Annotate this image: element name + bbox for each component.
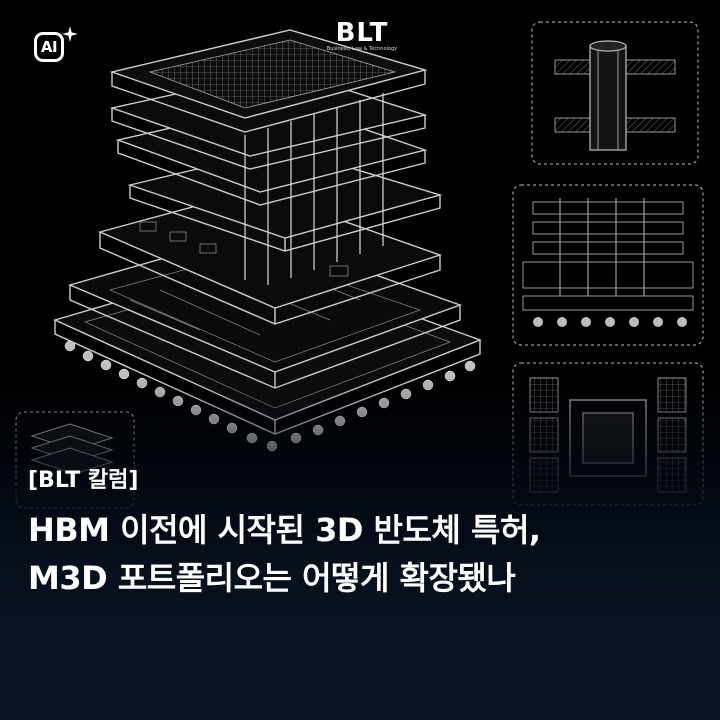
ai-badge: AI [34,26,78,66]
ai-sparkle-icon [62,26,78,42]
brand-tagline: Business, Law & Technology [326,46,398,52]
ai-badge-label: AI [34,32,64,62]
stack-section-panel [512,184,704,346]
headline-line-2: M3D 포트폴리오는 어떻게 확장됐나 [28,559,516,597]
headline-line-1: HBM 이전에 시작된 3D 반도체 특허, [28,511,541,549]
brand-logo: BLT Business, Law & Technology [322,20,402,53]
package-top-view-panel [512,362,704,506]
headline: HBM 이전에 시작된 3D 반도체 특허, M3D 포트폴리오는 어떻게 확장… [28,506,708,602]
category-label: [BLT 칼럼] [28,468,139,493]
tsv-cross-section-panel [531,21,699,165]
brand-name: BLT [335,18,389,48]
